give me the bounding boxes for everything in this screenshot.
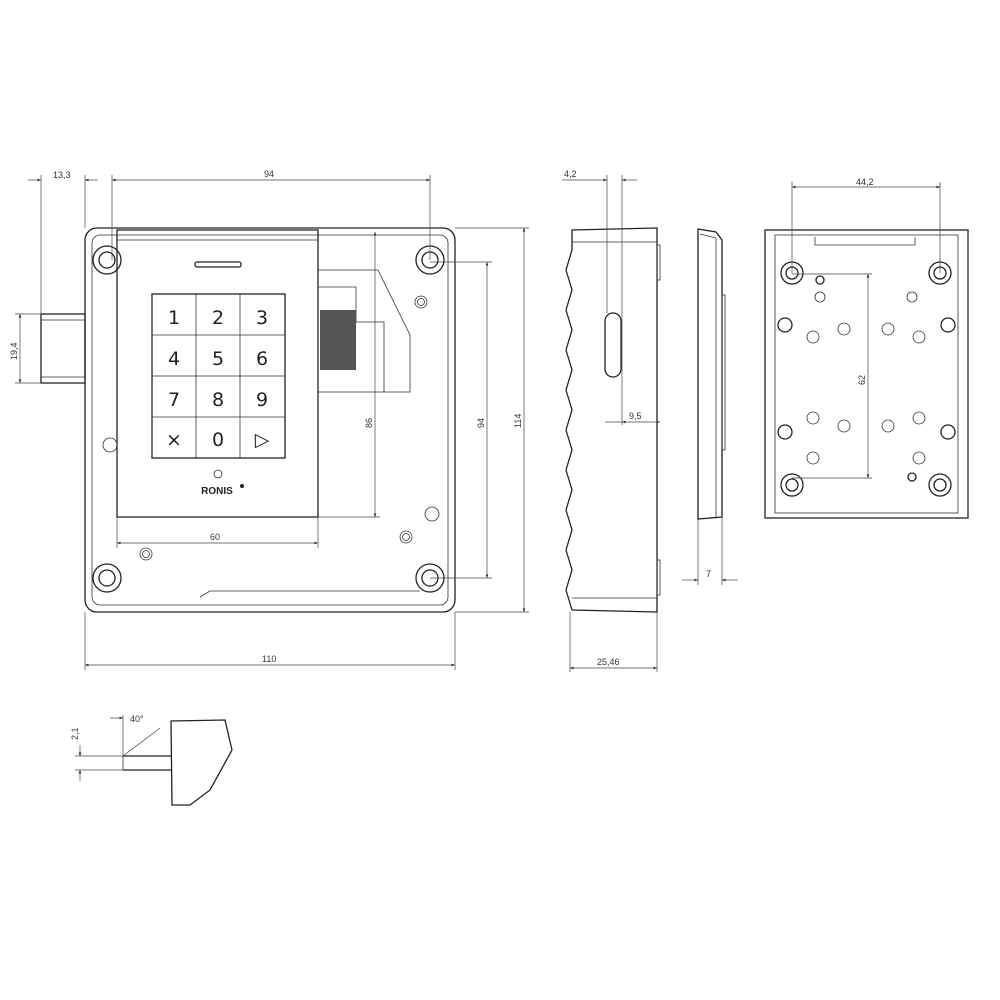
dimension-label: 9,5 <box>629 411 642 421</box>
key-7: 7 <box>168 389 180 411</box>
dimension-label: 7 <box>706 569 711 579</box>
lock-body-outline <box>84 227 456 613</box>
led-indicator <box>194 261 242 268</box>
key-cancel: × <box>166 429 182 451</box>
bolt <box>40 313 86 384</box>
svg-text:RONIS: RONIS <box>201 486 233 497</box>
dimension-label: 4,2 <box>564 169 577 179</box>
dimension-label: 114 <box>513 414 523 428</box>
key-2: 2 <box>212 307 224 329</box>
front-dimensions: 13,3 94 19,4 86 94 114 60 110 <box>9 169 529 670</box>
dimension-label: 40° <box>130 714 144 724</box>
keypad-plate <box>116 229 319 518</box>
latch-hatch <box>320 310 356 370</box>
dimension-label: 13,3 <box>53 170 71 180</box>
lock-body-inner <box>91 234 449 606</box>
dimension-label: 62 <box>857 375 867 385</box>
front-view: 1 2 3 4 5 6 7 8 9 × 0 ▷ RONIS 13,3 94 <box>9 169 529 670</box>
dimension-label: 25,46 <box>597 657 620 667</box>
dimension-label: 60 <box>210 532 220 542</box>
dimension-label: 94 <box>476 418 486 428</box>
key-6: 6 <box>256 348 268 370</box>
latch-mechanism <box>318 269 411 393</box>
bolt-detail: 40° 2,1 <box>70 714 233 806</box>
bolt-slot <box>604 312 622 378</box>
key-enter: ▷ <box>255 429 270 451</box>
ronis-logo: RONIS <box>201 469 244 497</box>
back-view: 44,2 62 <box>764 177 969 519</box>
dimension-label: 110 <box>262 654 276 664</box>
key-3: 3 <box>256 307 268 329</box>
thin-side-view: 7 <box>682 228 738 585</box>
dimension-label: 19,4 <box>9 342 19 360</box>
side-view: 4,2 9,5 25,46 <box>562 169 661 672</box>
key-9: 9 <box>256 389 268 411</box>
keypad: 1 2 3 4 5 6 7 8 9 × 0 ▷ <box>151 293 286 459</box>
key-0: 0 <box>212 429 224 451</box>
key-8: 8 <box>212 389 224 411</box>
key-4: 4 <box>168 348 180 370</box>
key-1: 1 <box>168 307 180 329</box>
dimension-label: 86 <box>364 418 374 428</box>
dimension-label: 44,2 <box>856 177 874 187</box>
dimension-label: 94 <box>264 169 274 179</box>
dimension-label: 2,1 <box>70 727 80 740</box>
key-5: 5 <box>212 348 224 370</box>
